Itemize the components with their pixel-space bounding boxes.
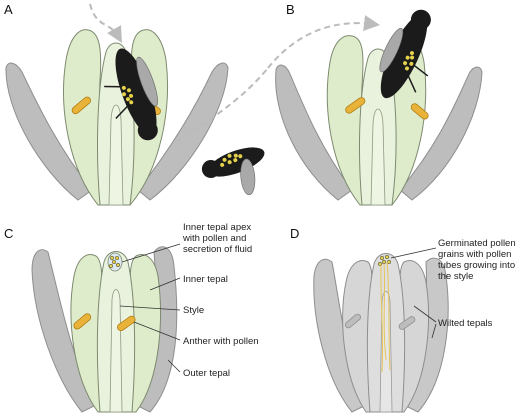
wilted-anther-right — [398, 316, 416, 330]
label-style: Style — [183, 305, 204, 316]
anther-left — [345, 97, 366, 114]
label-inner-tepal: Inner tepal — [183, 274, 228, 285]
panel-b: B — [275, 2, 483, 206]
label-anther-with-pollen: Anther with pollen — [183, 336, 259, 347]
bee-icon — [175, 15, 380, 196]
leader-germinated — [390, 247, 437, 259]
anther-right — [410, 103, 429, 120]
anther-right — [117, 315, 136, 332]
anther-left — [73, 313, 92, 330]
outer-tepal-right — [137, 62, 229, 201]
leader-wilted-2 — [431, 323, 437, 339]
bee-icon — [379, 9, 431, 99]
label-germinated-pollen: Germinated pollen grains with pollen tub… — [438, 238, 518, 282]
style — [370, 108, 386, 206]
panel-a-letter: A — [4, 2, 13, 17]
tepal-apex-pollen — [107, 252, 123, 272]
bee-icon — [104, 48, 158, 141]
outer-tepal-left — [5, 62, 93, 201]
flight-path-a — [89, 3, 122, 43]
leader-anther — [133, 321, 181, 341]
panel-c: C Inner tepal apex with pollen and secre… — [4, 222, 259, 413]
style — [108, 104, 124, 206]
panel-b-letter: B — [286, 2, 295, 17]
leader-outer-tepal — [167, 359, 181, 373]
flight-path-top — [267, 15, 380, 69]
germinated-pollen — [377, 254, 392, 373]
label-wilted-tepals: Wilted tepals — [438, 318, 493, 329]
leader-wilted-1 — [413, 305, 437, 323]
panel-c-letter: C — [4, 226, 13, 241]
label-outer-tepal: Outer tepal — [183, 368, 230, 379]
outer-tepal-right — [399, 66, 483, 201]
leader-style — [119, 305, 181, 311]
label-inner-tepal-apex: Inner tepal apex with pollen and secreti… — [182, 222, 254, 255]
leader-inner-tepal — [149, 277, 181, 291]
panel-d: D Germinated pollen grains with pollen t… — [290, 226, 518, 413]
style — [109, 289, 123, 413]
anther-left — [71, 96, 91, 115]
panel-d-letter: D — [290, 226, 299, 241]
leader-apex — [121, 243, 181, 263]
outer-tepal-left — [275, 64, 353, 201]
wilted-anther-left — [345, 313, 361, 329]
panel-a: A — [4, 2, 229, 206]
